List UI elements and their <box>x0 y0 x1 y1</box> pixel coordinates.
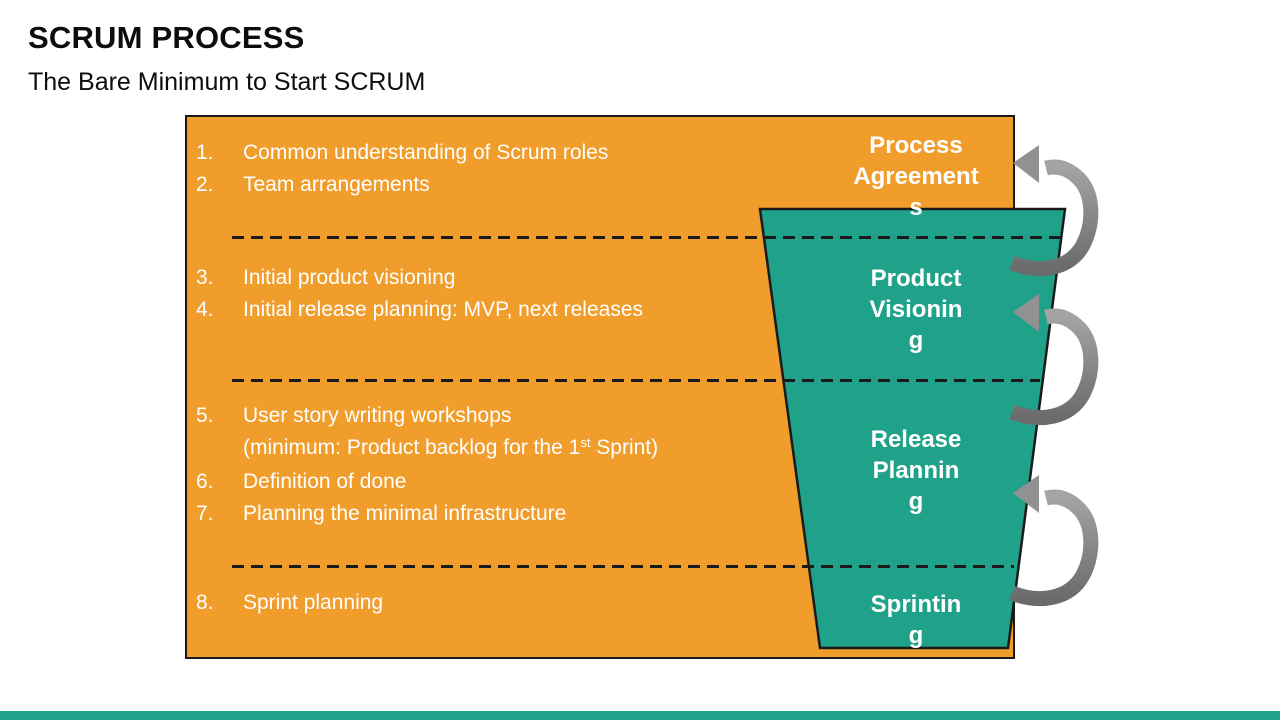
list-item-text: User story writing workshops <box>243 404 512 427</box>
stage-label-release-planning: Release Plannin g <box>870 426 962 515</box>
list-item-number: 3. <box>196 266 214 289</box>
list-item: 6. Definition of done <box>196 466 986 498</box>
list-item: 1. Common understanding of Scrum roles <box>196 137 986 169</box>
cycle-arrow-body <box>1009 159 1099 276</box>
list-item-number: 1. <box>196 141 214 164</box>
list-item-text: Definition of done <box>243 470 407 493</box>
stage-label-product-visioning: Product Visionin g <box>869 265 963 354</box>
stage-label-sprinting: Sprintin g <box>870 591 962 649</box>
list-item-number: 4. <box>196 298 214 321</box>
list-item-number: 8. <box>196 591 214 614</box>
arrow-head-icon <box>1013 294 1039 332</box>
page-subtitle: The Bare Minimum to Start SCRUM <box>28 68 426 96</box>
cycle-arrow-body <box>1009 489 1099 606</box>
list-item-number <box>196 432 243 466</box>
list-item: 8. Sprint planning <box>196 587 986 619</box>
list-item: 4. Initial release planning: MVP, next r… <box>196 294 986 326</box>
checklist-group-product-visioning: 3. Initial product visioning 4. Initial … <box>196 262 986 326</box>
list-item-text: Initial product visioning <box>243 266 456 289</box>
checklist-group-release-planning: 5. User story writing workshops (minimum… <box>196 400 986 530</box>
list-item: 2. Team arrangements <box>196 169 986 201</box>
slide-footer-bar <box>0 711 1280 720</box>
section-divider-2 <box>232 379 1040 382</box>
arrow-head-icon <box>1013 475 1039 513</box>
arrow-head-icon <box>1013 145 1039 183</box>
list-item-number: 6. <box>196 470 214 493</box>
list-item-number: 2. <box>196 173 214 196</box>
list-item: 5. User story writing workshops <box>196 400 986 432</box>
list-item-text: Initial release planning: MVP, next rele… <box>243 298 644 321</box>
section-divider-3 <box>232 565 1014 568</box>
section-divider-1 <box>232 236 1060 239</box>
list-item: 7. Planning the minimal infrastructure <box>196 498 986 530</box>
cycle-arrow-icon <box>1009 294 1099 425</box>
list-item-text-prefix: (minimum: Product backlog for the 1 <box>243 436 581 459</box>
funnel-trapezoid <box>758 207 1067 650</box>
list-item-text: Planning the minimal infrastructure <box>243 502 567 525</box>
funnel-shape <box>758 207 1067 650</box>
list-item-text: Sprint planning <box>243 591 384 614</box>
page-title: SCRUM PROCESS <box>28 20 305 55</box>
list-item-text: Team arrangements <box>243 173 430 196</box>
list-item-text: (minimum: Product backlog for the 1st Sp… <box>243 432 986 466</box>
cycle-arrow-icon <box>1009 475 1099 606</box>
checklist-group-process-agreements: 1. Common understanding of Scrum roles 2… <box>196 137 986 201</box>
list-item: 3. Initial product visioning <box>196 262 986 294</box>
cycle-arrow-icon <box>1009 145 1099 276</box>
stage-label-process-agreements: Process Agreement s <box>853 132 979 221</box>
superscript-st: st <box>580 435 591 450</box>
list-item-text-suffix: Sprint) <box>590 436 659 459</box>
list-item-text: Common understanding of Scrum roles <box>243 141 609 164</box>
list-item-number: 7. <box>196 502 214 525</box>
list-item-continuation: (minimum: Product backlog for the 1st Sp… <box>196 432 986 466</box>
checklist-group-sprinting: 8. Sprint planning <box>196 587 986 619</box>
list-item-number: 5. <box>196 404 214 427</box>
cycle-arrow-body <box>1009 308 1099 425</box>
